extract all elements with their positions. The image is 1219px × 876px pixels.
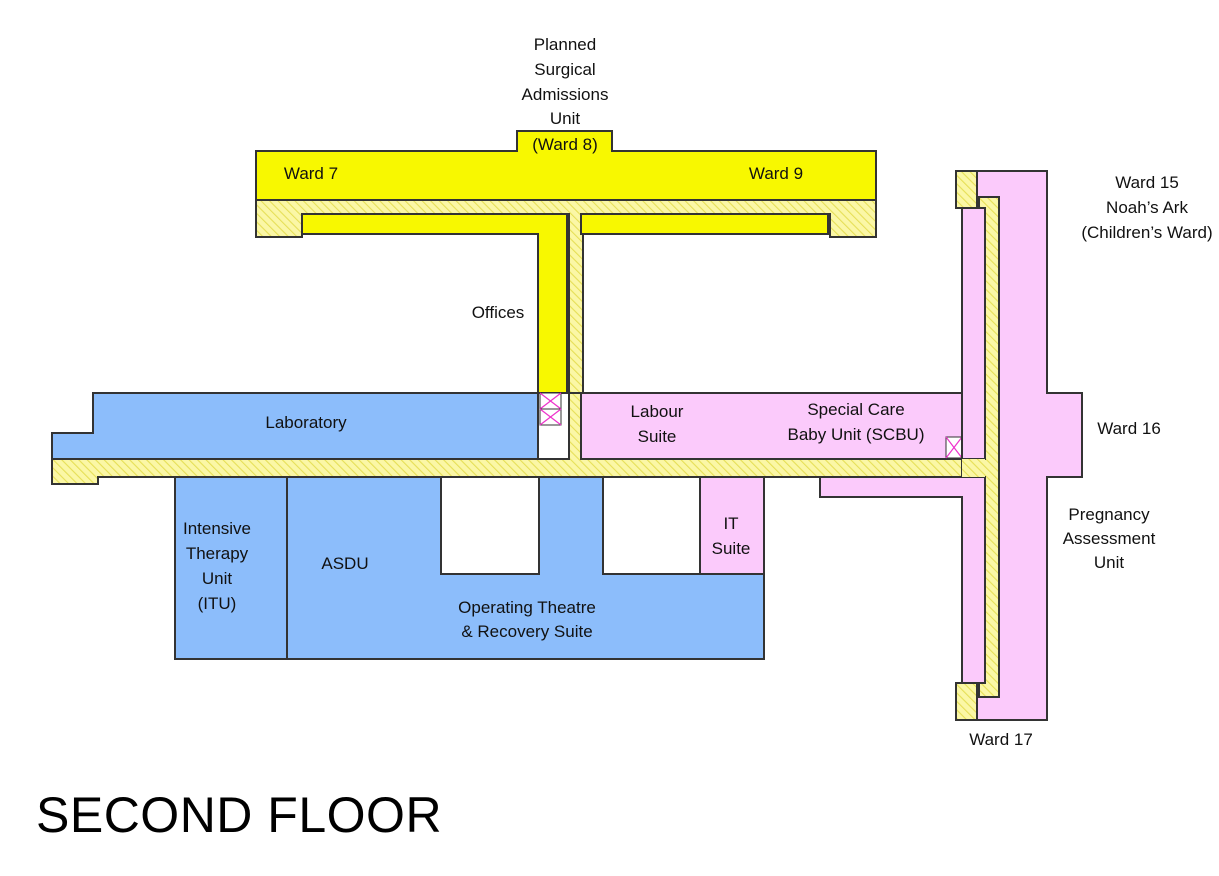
- label-ward-15-line: (Children’s Ward): [1081, 223, 1212, 242]
- label-laboratory: Laboratory: [265, 413, 347, 432]
- label-scbu-line: Baby Unit (SCBU): [788, 425, 925, 444]
- label-ward-8-line: (Ward 8): [532, 135, 598, 154]
- label-pregnancy-assessment: Pregnancy Assessment Unit: [1063, 505, 1156, 572]
- area-it-suite[interactable]: [699, 476, 765, 575]
- label-offices: Offices: [472, 303, 525, 322]
- label-ward-16: Ward 16: [1097, 419, 1161, 438]
- label-ward-17: Ward 17: [969, 730, 1033, 749]
- label-pau-line: Unit: [1094, 553, 1125, 572]
- area-ward-9-inner[interactable]: [580, 213, 829, 235]
- label-it-suite: IT Suite: [712, 514, 751, 558]
- label-ward-8-line: Admissions: [522, 85, 609, 104]
- label-ward-8-line: Planned: [534, 35, 596, 54]
- label-itu: Intensive Therapy Unit (ITU): [183, 519, 251, 613]
- lift-3: [945, 436, 963, 459]
- area-pregnancy-assessment-inner[interactable]: [819, 476, 986, 684]
- label-theatre-line: Operating Theatre: [458, 598, 596, 617]
- label-ward-15: Ward 15 Noah’s Ark (Children’s Ward): [1081, 173, 1212, 242]
- label-scbu-line: Special Care: [807, 400, 904, 419]
- label-pau-line: Pregnancy: [1068, 505, 1150, 524]
- area-ward-15-inner[interactable]: [961, 207, 986, 460]
- label-ward-8-line: Surgical: [534, 60, 595, 79]
- label-ward-15-line: Ward 15: [1115, 173, 1179, 192]
- label-it-suite-line: IT: [723, 514, 738, 533]
- label-asdu: ASDU: [321, 554, 368, 573]
- corridor-scbu-link: [962, 459, 985, 477]
- label-ward-8-line: Unit: [550, 109, 581, 128]
- area-laboratory[interactable]: [51, 392, 539, 460]
- courtyard-1: [440, 476, 540, 575]
- lift-2: [539, 408, 562, 426]
- label-itu-line: Therapy: [186, 544, 249, 563]
- area-ward-7-9[interactable]: [255, 130, 877, 201]
- area-itu[interactable]: [174, 476, 288, 660]
- label-it-suite-line: Suite: [712, 539, 751, 558]
- label-operating-theatre: Operating Theatre & Recovery Suite: [458, 598, 596, 641]
- label-itu-line: Intensive: [183, 519, 251, 538]
- area-ward-15-16-17[interactable]: [976, 170, 1083, 721]
- area-offices[interactable]: [301, 213, 568, 394]
- label-pau-line: Assessment: [1063, 529, 1156, 548]
- label-theatre-line: & Recovery Suite: [461, 622, 592, 641]
- label-ward-9: Ward 9: [749, 164, 803, 183]
- label-ward-15-line: Noah’s Ark: [1106, 198, 1188, 217]
- lift-1: [539, 392, 562, 410]
- label-itu-line: (ITU): [198, 594, 237, 613]
- label-labour-line: Suite: [638, 427, 677, 446]
- label-labour-line: Labour: [631, 402, 684, 421]
- label-labour-suite: Labour Suite: [631, 402, 684, 446]
- floor-title: SECOND FLOOR: [36, 787, 443, 843]
- label-ward-7: Ward 7: [284, 164, 338, 183]
- label-itu-line: Unit: [202, 569, 233, 588]
- label-scbu: Special Care Baby Unit (SCBU): [788, 400, 925, 444]
- courtyard-2: [602, 476, 701, 575]
